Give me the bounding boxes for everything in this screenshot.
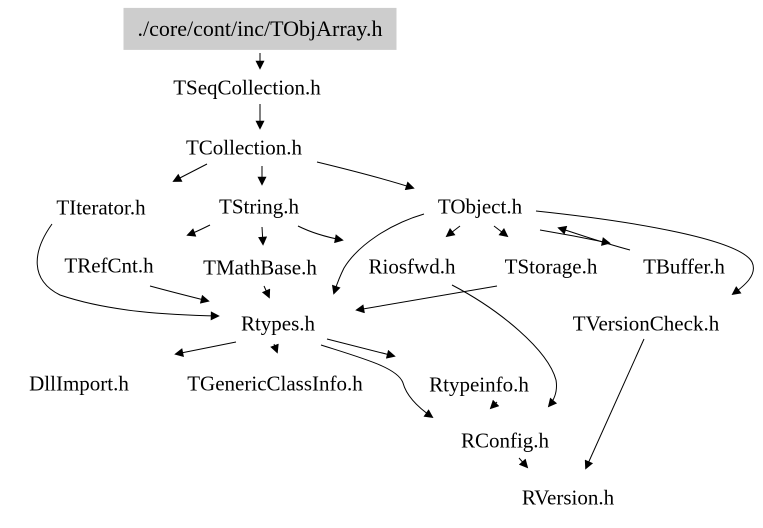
- node-tgenericclassinfo[interactable]: TGenericClassInfo.h: [187, 371, 363, 396]
- edge-rconfig-to-rversion: [518, 457, 529, 469]
- edge-rtypes-to-dllimport: [174, 341, 237, 358]
- node-titerator[interactable]: TIterator.h: [56, 195, 146, 220]
- node-rconfig[interactable]: RConfig.h: [460, 428, 550, 453]
- edge-tmathbase-to-rtypes: [261, 285, 271, 299]
- edge-tcollection-to-tobject: [316, 161, 415, 191]
- edge-rtypes-to-rconfig: [320, 344, 434, 419]
- edge-tobject-to-tversioncheck: [535, 210, 754, 296]
- edge-tobject-to-riosfwd: [445, 225, 461, 238]
- edge-rtypes-to-rtypeinfo: [326, 338, 396, 359]
- edge-tstring-to-trefcnt: [186, 224, 211, 237]
- node-rtypeinfo[interactable]: Rtypeinfo.h: [429, 372, 529, 397]
- node-riosfwd[interactable]: Riosfwd.h: [368, 254, 456, 279]
- edge-rtypeinfo-to-rconfig: [489, 399, 500, 410]
- edge-riosfwd-to-rconfig: [451, 284, 558, 408]
- edge-titerator-to-rtypes: [36, 223, 220, 321]
- node-dllimport[interactable]: DllImport.h: [29, 371, 129, 396]
- edge-trefcnt-to-rtypes: [149, 285, 210, 304]
- node-tseqcollection[interactable]: TSeqCollection.h: [173, 75, 321, 100]
- node-tversioncheck[interactable]: TVersionCheck.h: [572, 311, 720, 336]
- node-tstorage[interactable]: TStorage.h: [504, 254, 598, 279]
- edge-tversioncheck-to-rversion: [584, 338, 645, 470]
- edge-tstring-to-riosfwd: [297, 225, 344, 244]
- edge-tstorage-to-rtypes: [355, 285, 498, 314]
- node-tobjarray: ./core/cont/inc/TObjArray.h: [123, 7, 397, 51]
- node-tbuffer[interactable]: TBuffer.h: [643, 254, 725, 279]
- node-tmathbase[interactable]: TMathBase.h: [203, 255, 317, 280]
- node-tcollection[interactable]: TCollection.h: [185, 135, 303, 160]
- node-tstring[interactable]: TString.h: [219, 194, 299, 219]
- node-rversion[interactable]: RVersion.h: [521, 485, 615, 510]
- node-trefcnt[interactable]: TRefCnt.h: [64, 253, 154, 278]
- node-tobject[interactable]: TObject.h: [437, 194, 523, 219]
- edge-tcollection-to-titerator: [172, 163, 208, 182]
- edge-tobject-to-tstorage: [493, 225, 509, 238]
- node-rtypes[interactable]: Rtypes.h: [240, 311, 316, 336]
- edge-tbuffer-to-tobject: [557, 225, 631, 251]
- edge-tobject-to-rtypes: [332, 213, 425, 295]
- edge-rtypes-to-tgenericclassinfo: [270, 343, 279, 354]
- edge-tstring-to-tmathbase: [258, 226, 268, 246]
